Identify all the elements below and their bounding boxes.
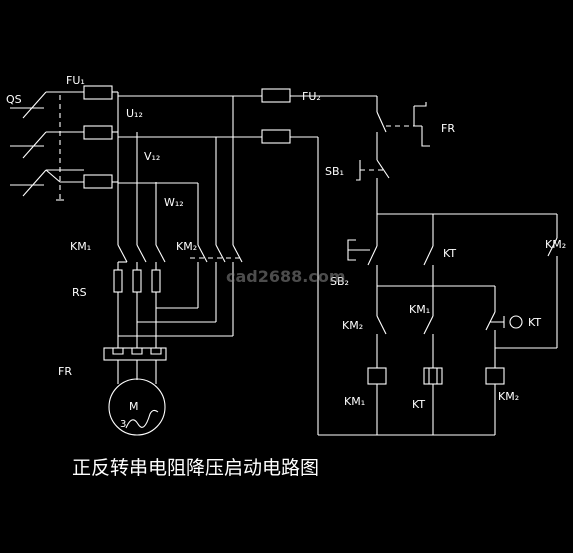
coil-kt xyxy=(423,367,443,385)
resistor-rs-1 xyxy=(113,269,123,293)
motor-m xyxy=(108,378,166,436)
label-sb1: SB₁ xyxy=(325,165,344,178)
label-motor-phase: 3 xyxy=(120,419,126,430)
label-sb2: SB₂ xyxy=(330,275,349,288)
label-v12: V₁₂ xyxy=(144,150,160,163)
label-km2-coil: KM₂ xyxy=(498,390,519,403)
label-motor: M xyxy=(129,400,139,413)
label-km1-contact: KM₁ xyxy=(409,303,430,316)
label-u12: U₁₂ xyxy=(126,107,143,120)
label-km2-contact-right: KM₂ xyxy=(545,238,566,251)
power-circuit xyxy=(10,85,262,436)
watermark: cad2688.com xyxy=(226,267,346,286)
label-km2-contact-left: KM₂ xyxy=(342,319,363,332)
label-km1-coil: KM₁ xyxy=(344,395,365,408)
label-fr-main: FR xyxy=(58,365,72,378)
resistor-rs-3 xyxy=(151,269,161,293)
fuse-fu2-b xyxy=(261,129,291,144)
label-fu1: FU₁ xyxy=(66,74,85,87)
label-km1-main: KM₁ xyxy=(70,240,91,253)
label-km2-main: KM₂ xyxy=(176,240,197,253)
coil-km2 xyxy=(485,367,505,385)
label-kt-coil: KT xyxy=(412,398,425,411)
label-qs: QS xyxy=(6,93,22,106)
diagram-caption: 正反转串电阻降压启动电路图 xyxy=(72,457,319,479)
label-kt-contact: KT xyxy=(443,247,456,260)
thermal-relay-fr-main xyxy=(103,347,167,361)
fuse-fu1-l1 xyxy=(83,85,113,100)
fuse-fu1-l2 xyxy=(83,125,113,140)
label-kt-timed: KT xyxy=(528,316,541,329)
label-w12: W₁₂ xyxy=(164,196,184,209)
resistor-rs-2 xyxy=(132,269,142,293)
fuse-fu2-a xyxy=(261,88,291,103)
label-fr-ctrl: FR xyxy=(441,122,455,135)
control-circuit xyxy=(261,88,558,436)
label-fu2: FU₂ xyxy=(302,90,321,103)
label-rs: RS xyxy=(72,286,87,299)
fuse-fu1-l3 xyxy=(83,174,113,189)
coil-km1 xyxy=(367,367,387,385)
